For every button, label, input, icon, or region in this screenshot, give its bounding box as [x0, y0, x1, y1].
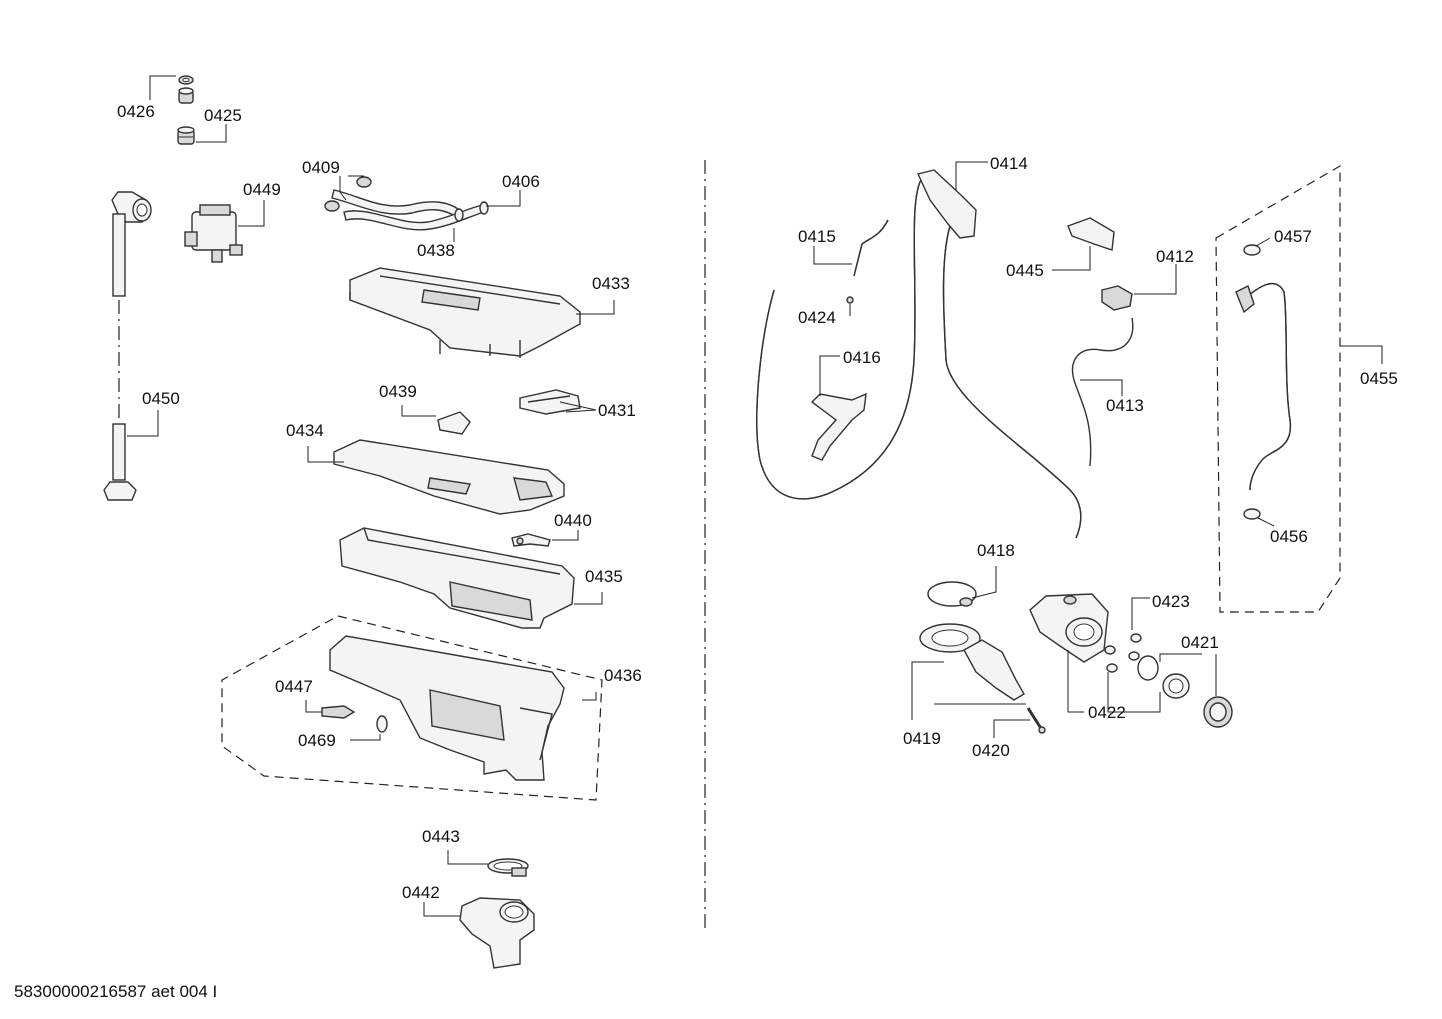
part-0469-oring — [376, 715, 388, 733]
label-0450: 0450 — [142, 389, 180, 408]
part-0418-ring — [927, 581, 977, 607]
part-0420-rod — [1026, 707, 1046, 734]
part-0426-washer — [178, 75, 194, 85]
label-0409: 0409 — [302, 158, 340, 177]
label-0456: 0456 — [1270, 527, 1308, 546]
part-0457-clamp — [1243, 244, 1261, 256]
label-0424: 0424 — [798, 308, 836, 327]
part-0445-clip — [1067, 217, 1115, 251]
group-0455-outline — [1215, 164, 1341, 613]
part-0421-cap — [1203, 696, 1233, 728]
part-0425-fitting — [177, 126, 195, 145]
part-0423-seals — [1104, 633, 1142, 673]
part-0456-clamp — [1243, 508, 1261, 520]
label-0414: 0414 — [990, 154, 1028, 173]
part-0455-drain-hose — [1235, 282, 1292, 491]
part-0449-valve — [184, 204, 243, 263]
label-0447: 0447 — [275, 677, 313, 696]
part-0415-hose — [853, 219, 889, 277]
label-0413: 0413 — [1106, 396, 1144, 415]
part-0447-plug — [321, 705, 356, 719]
label-0419: 0419 — [903, 729, 941, 748]
part-0406-hose-assembly — [324, 176, 489, 231]
label-0438: 0438 — [417, 241, 455, 260]
part-pump-body — [1029, 593, 1109, 663]
label-0426: 0426 — [117, 102, 155, 121]
label-0406: 0406 — [502, 172, 540, 191]
part-0412-sensor — [1101, 285, 1133, 311]
label-0449: 0449 — [243, 180, 281, 199]
part-0413-wire — [1071, 317, 1134, 467]
part-0421-oring — [1137, 655, 1159, 681]
label-0434: 0434 — [286, 421, 324, 440]
group-0436-outline — [221, 615, 603, 801]
label-0431: 0431 — [598, 401, 636, 420]
label-0443: 0443 — [422, 827, 460, 846]
label-0469: 0469 — [298, 731, 336, 750]
label-0455: 0455 — [1360, 369, 1398, 388]
part-0435-housing — [339, 527, 575, 629]
part-0426-seal — [178, 87, 194, 104]
label-0418: 0418 — [977, 541, 1015, 560]
document-id: 58300000216587 aet 004 I — [14, 982, 218, 1001]
part-0439-clip — [437, 411, 471, 435]
part-0442-sump — [459, 897, 535, 969]
part-0424-clip — [846, 296, 854, 304]
label-0433: 0433 — [592, 274, 630, 293]
label-0416: 0416 — [843, 348, 881, 367]
label-0440: 0440 — [554, 511, 592, 530]
part-0450-inlet-hose — [103, 191, 152, 501]
part-0414-hose — [756, 169, 1082, 539]
label-0420: 0420 — [972, 741, 1010, 760]
part-0434-tray — [333, 439, 565, 515]
label-0457: 0457 — [1274, 227, 1312, 246]
label-0422: 0422 — [1088, 703, 1126, 722]
label-0442: 0442 — [402, 883, 440, 902]
label-0439: 0439 — [379, 382, 417, 401]
part-0433-cover — [349, 267, 581, 358]
label-0421: 0421 — [1181, 633, 1219, 652]
label-0435: 0435 — [585, 567, 623, 586]
part-0421-filter — [1162, 673, 1190, 699]
label-0415: 0415 — [798, 227, 836, 246]
label-0445: 0445 — [1006, 261, 1044, 280]
label-0423: 0423 — [1152, 592, 1190, 611]
part-0436-lower-housing — [329, 635, 565, 781]
part-0416-bracket — [810, 392, 867, 461]
label-0425: 0425 — [204, 106, 242, 125]
label-0412: 0412 — [1156, 247, 1194, 266]
part-0443-clamp — [487, 858, 529, 877]
part-0431-pads — [519, 389, 581, 415]
part-0419-bellows — [919, 623, 1025, 701]
label-0436: 0436 — [604, 666, 642, 685]
part-0440-latch — [511, 533, 551, 547]
